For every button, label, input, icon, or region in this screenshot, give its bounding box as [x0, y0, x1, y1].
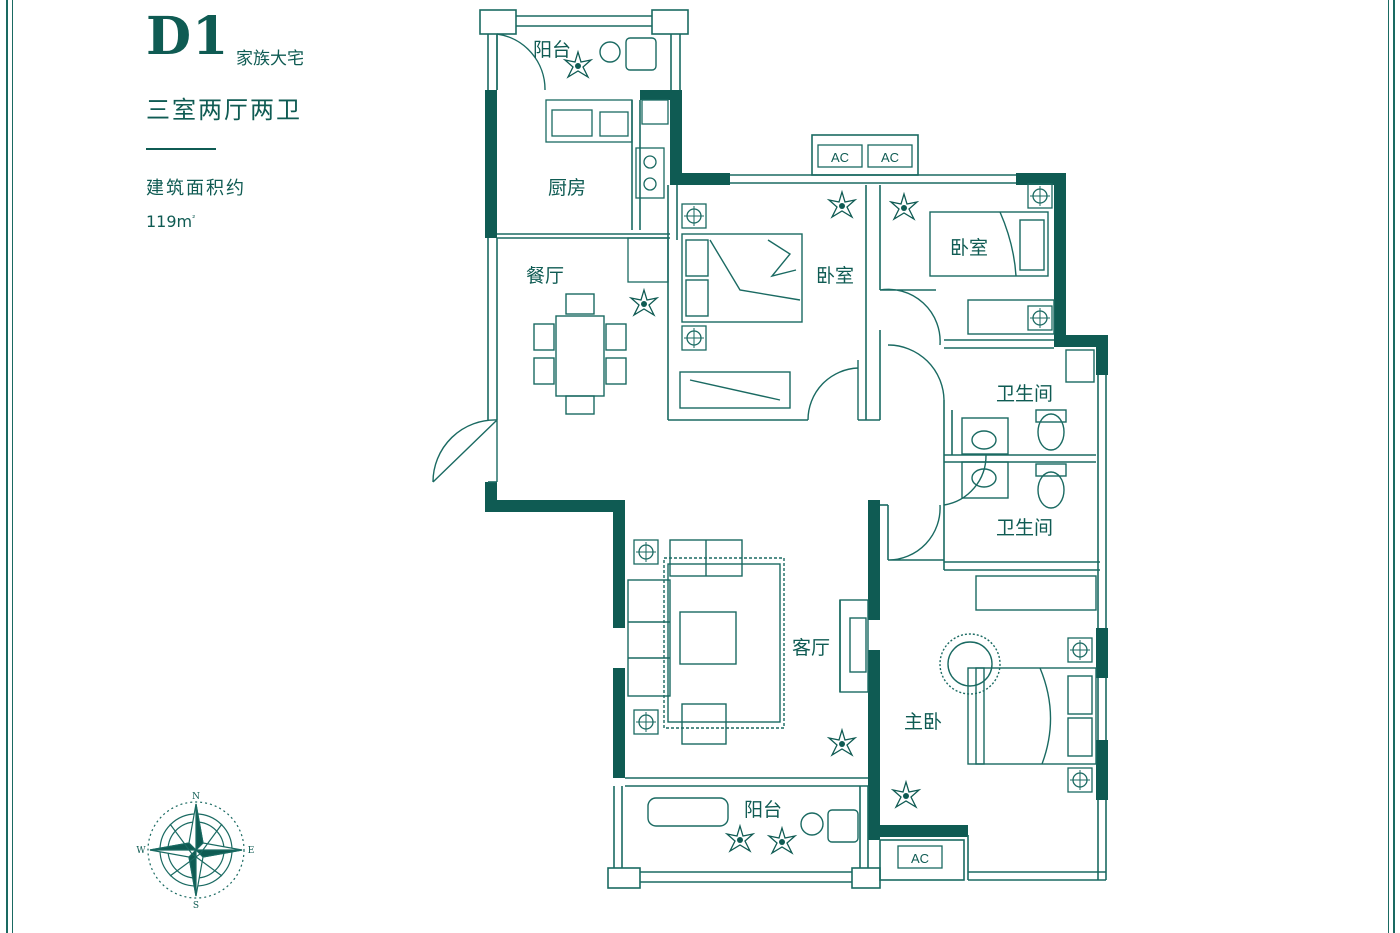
room-label-bedroom-east: 卧室 — [950, 237, 988, 259]
compass-n: N — [192, 792, 200, 802]
frame-left-line-inner — [12, 0, 13, 933]
room-label-bath-upper: 卫生间 — [996, 383, 1053, 405]
balcony-furniture — [599, 37, 859, 843]
divider — [146, 148, 216, 150]
area-value: 119m² — [146, 212, 195, 231]
ac-units — [817, 144, 943, 869]
area-unit: ² — [192, 213, 196, 223]
thin-walls — [479, 9, 1107, 889]
room-label-bedroom-middle: 卧室 — [816, 265, 854, 287]
room-label-dining: 餐厅 — [526, 265, 564, 287]
bathroom-fixtures — [961, 349, 1097, 611]
room-label-balcony-south: 阳台 — [744, 799, 782, 821]
frame-right-line-inner — [1393, 0, 1395, 933]
compass-s: S — [193, 901, 199, 911]
ac-label-3: AC — [911, 851, 929, 866]
area-label: 建筑面积约 — [146, 178, 246, 199]
living-furniture — [627, 539, 869, 745]
room-label-kitchen: 厨房 — [548, 177, 586, 199]
compass-e: E — [248, 846, 255, 856]
frame-right-line — [1388, 0, 1389, 933]
east-bedroom-furniture — [929, 211, 1055, 335]
unit-code: D1 — [146, 6, 230, 67]
compass-rose — [147, 801, 245, 899]
lamps — [633, 183, 1093, 793]
ac-label-1: AC — [831, 150, 849, 165]
room-label-master: 主卧 — [904, 711, 942, 733]
unit-tag: 家族大宅 — [236, 49, 304, 69]
compass-w: W — [136, 846, 146, 856]
area-number: 119m — [146, 212, 193, 231]
door-swings — [432, 33, 987, 561]
frame-left-line — [6, 0, 8, 933]
room-label-balcony-north: 阳台 — [533, 39, 571, 61]
middle-bedroom-furniture — [679, 233, 803, 409]
room-label-living: 客厅 — [792, 637, 830, 659]
room-label-bath-lower: 卫生间 — [996, 517, 1053, 539]
thick-walls — [485, 90, 1108, 840]
master-furniture — [939, 633, 1097, 765]
dining-set — [533, 293, 627, 415]
layout-description: 三室两厅两卫 — [146, 96, 302, 124]
kitchen-fixtures — [545, 99, 669, 283]
ac-label-2: AC — [881, 150, 899, 165]
